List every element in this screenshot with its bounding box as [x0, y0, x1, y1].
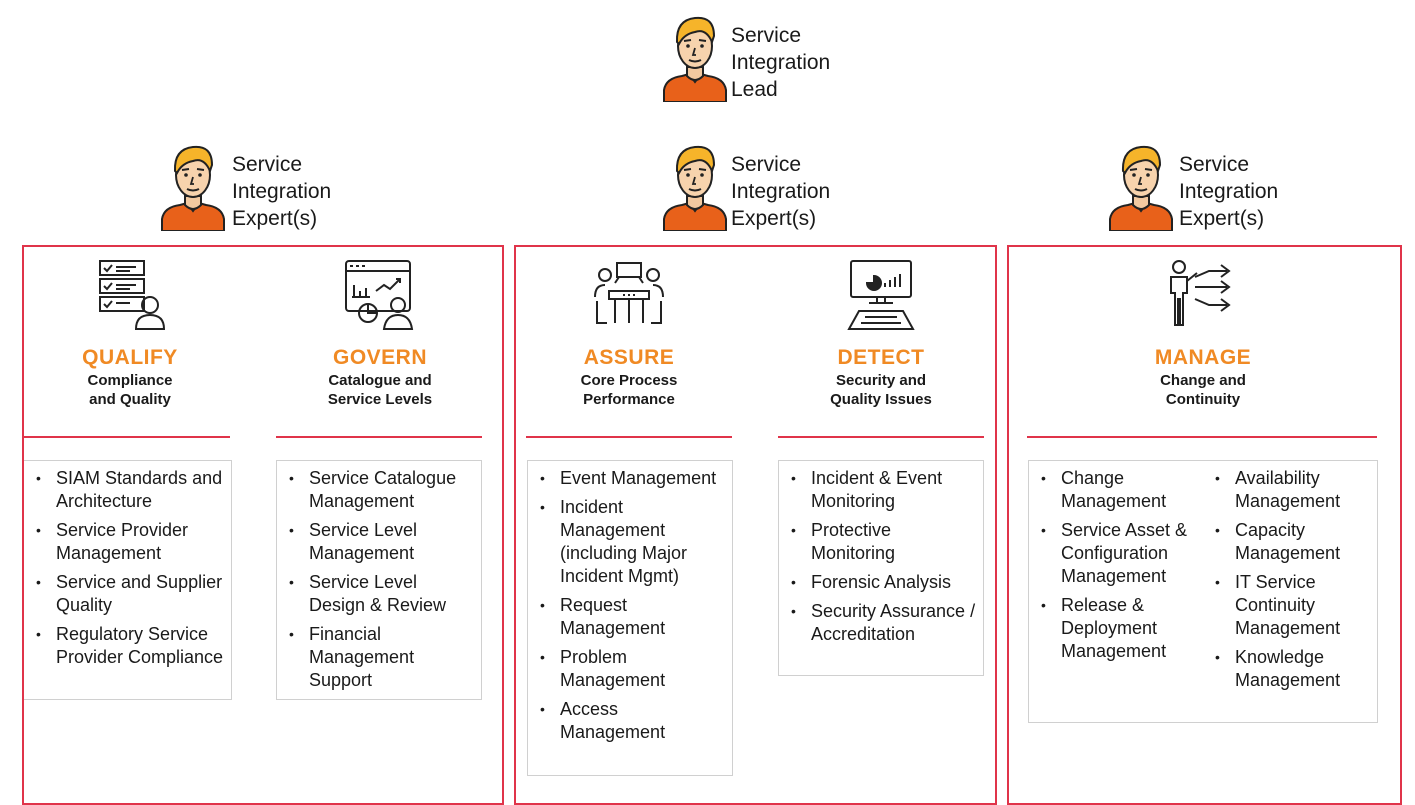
pillar-name: QUALIFY — [82, 346, 178, 369]
checklist-person-icon — [99, 260, 166, 330]
expert-title: Service Integration Expert(s) — [232, 153, 332, 230]
monitor-workstation-icon — [847, 260, 915, 330]
list-item: Service Asset & Configuration Management — [1037, 519, 1203, 588]
divider — [778, 436, 984, 438]
list-item: Service and Supplier Quality — [32, 571, 225, 617]
list-manage-left: Change ManagementService Asset & Configu… — [1037, 467, 1203, 669]
list-item: Availability Management — [1211, 467, 1371, 513]
list-item: Incident & Event Monitoring — [787, 467, 977, 513]
list-item: Request Management — [536, 594, 726, 640]
list-detect: Incident & Event MonitoringProtective Mo… — [778, 460, 984, 676]
pillar-manage: MANAGE Change and Continuity — [1100, 257, 1306, 409]
expert-title: Service Integration Expert(s) — [1179, 153, 1279, 230]
pillar-govern: GOVERN Catalogue and Service Levels — [277, 257, 483, 409]
dashboard-analyst-icon — [345, 260, 414, 330]
list-item: IT Service Continuity Management — [1211, 571, 1371, 640]
divider — [276, 436, 482, 438]
presenter-arrows-icon — [1170, 260, 1231, 326]
list-qualify: SIAM Standards and ArchitectureService P… — [24, 460, 232, 700]
list-item: Problem Management — [536, 646, 726, 692]
section-assure-detect: ASSURE Core Process Performance DETECT S… — [514, 245, 997, 805]
meeting-table-icon — [594, 262, 664, 324]
list-item: Release & Deployment Management — [1037, 594, 1203, 663]
list-item: Service Level Management — [285, 519, 475, 565]
pillar-subtitle: Security and Quality Issues — [830, 372, 932, 408]
list-item: Forensic Analysis — [787, 571, 977, 594]
pillar-assure: ASSURE Core Process Performance — [526, 257, 732, 409]
pillar-qualify: QUALIFY Compliance and Quality — [27, 257, 233, 409]
expert-title: Service Integration Expert(s) — [731, 153, 831, 230]
list-item: Service Catalogue Management — [285, 467, 475, 513]
pillar-name: GOVERN — [332, 346, 427, 369]
service-integration-lead: Service Integration Lead — [662, 12, 962, 112]
divider — [24, 436, 230, 438]
pillar-detect: DETECT Security and Quality Issues — [778, 257, 984, 409]
list-govern: Service Catalogue ManagementService Leve… — [276, 460, 482, 700]
pillar-name: DETECT — [837, 346, 925, 369]
list-item: Event Management — [536, 467, 726, 490]
pillar-name: ASSURE — [583, 346, 675, 369]
person-icon — [161, 145, 225, 231]
list-item: Incident Management (including Major Inc… — [536, 496, 726, 588]
list-item: Security Assurance / Accreditation — [787, 600, 977, 646]
list-item: Protective Monitoring — [787, 519, 977, 565]
pillar-subtitle: Change and Continuity — [1160, 372, 1246, 408]
list-item: Capacity Management — [1211, 519, 1371, 565]
list-item: Service Provider Management — [32, 519, 225, 565]
list-manage: Change ManagementService Asset & Configu… — [1028, 460, 1378, 723]
service-integration-expert-1: Service Integration Expert(s) — [160, 141, 460, 241]
divider — [1027, 436, 1377, 438]
list-item: Access Management — [536, 698, 726, 744]
list-item: Knowledge Management — [1211, 646, 1371, 692]
pillar-subtitle: Compliance and Quality — [87, 372, 173, 408]
pillar-name: MANAGE — [1154, 346, 1252, 369]
pillar-subtitle: Core Process Performance — [580, 372, 678, 408]
pillar-subtitle: Catalogue and Service Levels — [327, 372, 433, 408]
section-manage: MANAGE Change and Continuity Change Mana… — [1007, 245, 1402, 805]
list-manage-right: Availability ManagementCapacity Manageme… — [1211, 467, 1371, 698]
list-assure: Event ManagementIncident Management (inc… — [527, 460, 733, 776]
list-item: Financial Management Support — [285, 623, 475, 692]
list-item: Service Level Design & Review — [285, 571, 475, 617]
divider — [526, 436, 732, 438]
list-item: Change Management — [1037, 467, 1203, 513]
service-integration-expert-3: Service Integration Expert(s) — [1108, 141, 1408, 241]
lead-title: Service Integration Lead — [731, 24, 831, 101]
list-item: SIAM Standards and Architecture — [32, 467, 225, 513]
section-qualify-govern: QUALIFY Compliance and Quality GOVERN Ca… — [22, 245, 504, 805]
list-item: Regulatory Service Provider Compliance — [32, 623, 225, 669]
service-integration-expert-2: Service Integration Expert(s) — [662, 141, 962, 241]
person-icon — [663, 145, 727, 231]
person-icon — [1109, 145, 1173, 231]
person-icon — [663, 16, 727, 102]
